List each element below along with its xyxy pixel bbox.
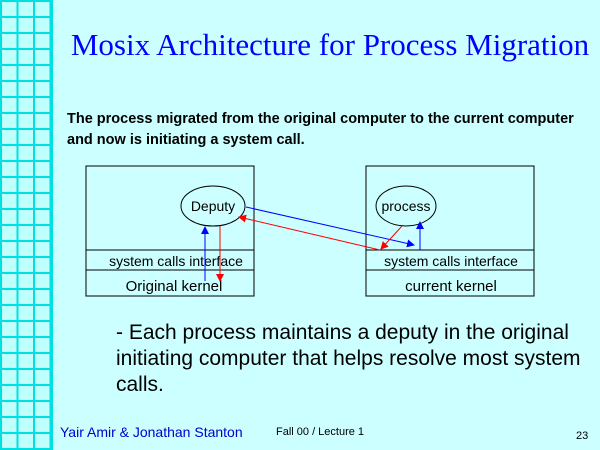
deputy-label: Deputy <box>191 198 235 214</box>
original-computer: Deputy system calls interface Original k… <box>85 165 255 297</box>
intro-text: The process migrated from the original c… <box>67 111 574 148</box>
process-ellipse <box>375 185 437 227</box>
call-arrows <box>201 206 424 282</box>
left-kernel-label: Original kernel <box>126 278 223 295</box>
deputy-ellipse <box>180 185 246 227</box>
slide-title: Mosix Architecture for Process Migration <box>70 27 590 62</box>
left-interface-label: system calls interface <box>109 253 243 269</box>
current-computer: process system calls interface current k… <box>365 165 535 297</box>
decorative-grid <box>0 0 53 450</box>
footer-lecture: Fall 00 / Lecture 1 <box>276 426 365 438</box>
bullet-text: - Each process maintains a deputy in the… <box>116 321 581 396</box>
right-kernel-label: current kernel <box>405 278 497 295</box>
slide-number: 23 <box>576 430 589 442</box>
right-interface-label: system calls interface <box>384 253 518 269</box>
footer-authors: Yair Amir & Jonathan Stanton <box>60 424 243 440</box>
process-label: process <box>381 198 430 214</box>
